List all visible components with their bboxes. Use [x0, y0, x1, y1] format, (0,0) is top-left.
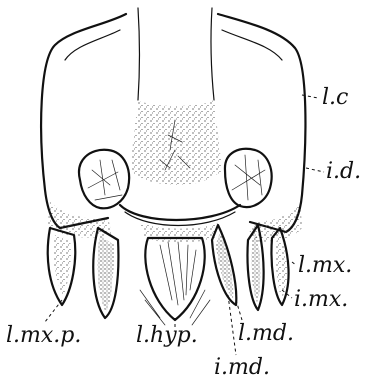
left-maxilla: [93, 228, 118, 318]
label-lmd: l.md.: [238, 321, 294, 346]
label-lc: l.c: [322, 85, 348, 110]
central-stem: [130, 8, 222, 185]
right-veined-organ: [225, 149, 272, 207]
label-imx: i.mx.: [294, 287, 348, 312]
left-maxillary-palp: [48, 228, 76, 305]
hypopharynx: [140, 238, 210, 325]
label-lmx: l.mx.: [298, 253, 352, 278]
labrum-left-lobe: [41, 14, 126, 238]
label-imd: i.md.: [214, 355, 270, 380]
left-veined-organ: [79, 150, 129, 209]
label-lmxp: l.mx.p.: [6, 323, 81, 348]
labrum-right-lobe: [218, 14, 305, 242]
label-id: i.d.: [326, 159, 361, 184]
right-maxilla: [247, 225, 263, 310]
right-mandible: [212, 225, 236, 305]
label-lhyp: l.hyp.: [136, 323, 198, 348]
